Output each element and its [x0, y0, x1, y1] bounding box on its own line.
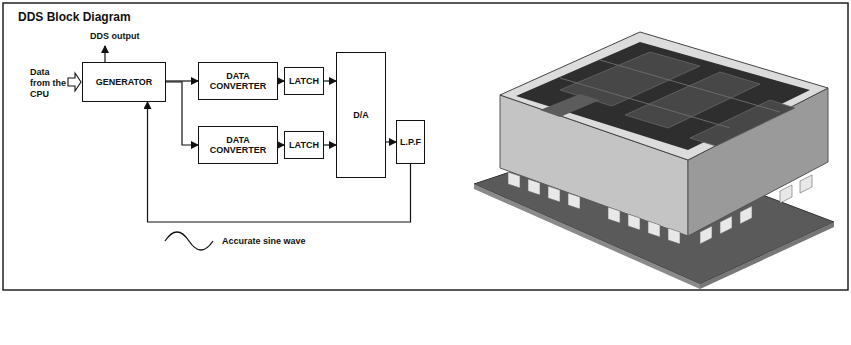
signal-connector: [166, 82, 198, 145]
box-label: LATCH: [289, 76, 319, 86]
sine-wave-symbol: [165, 232, 213, 250]
box-label: D/A: [353, 110, 369, 120]
output-arrow: [104, 46, 105, 62]
process-box: L.P.F: [396, 120, 425, 164]
box-label: DATA CONVERTER: [199, 135, 277, 156]
signal-connector: [386, 141, 396, 142]
module-photo: [474, 32, 834, 289]
text-label: DDS output: [90, 31, 150, 42]
signal-label: Accurate sine wave: [222, 236, 332, 247]
process-box: D/A: [336, 52, 386, 178]
diagram-title: DDS Block Diagram: [18, 10, 131, 24]
box-label: LATCH: [289, 140, 319, 150]
generator-box: GENERATOR: [82, 62, 166, 102]
box-label: GENERATOR: [96, 77, 153, 87]
signal-connector: [324, 144, 336, 145]
frame: [3, 3, 848, 290]
box-label: L.P.F: [400, 137, 421, 147]
text-label: Data from the CPU: [30, 67, 70, 99]
box-label: DATA CONVERTER: [199, 71, 277, 92]
process-box: DATA CONVERTER: [198, 62, 278, 100]
signal-connector: [324, 80, 336, 81]
process-box: LATCH: [284, 131, 324, 159]
process-box: LATCH: [284, 67, 324, 95]
data-bus-arrow: [68, 73, 81, 91]
process-box: DATA CONVERTER: [198, 126, 278, 164]
